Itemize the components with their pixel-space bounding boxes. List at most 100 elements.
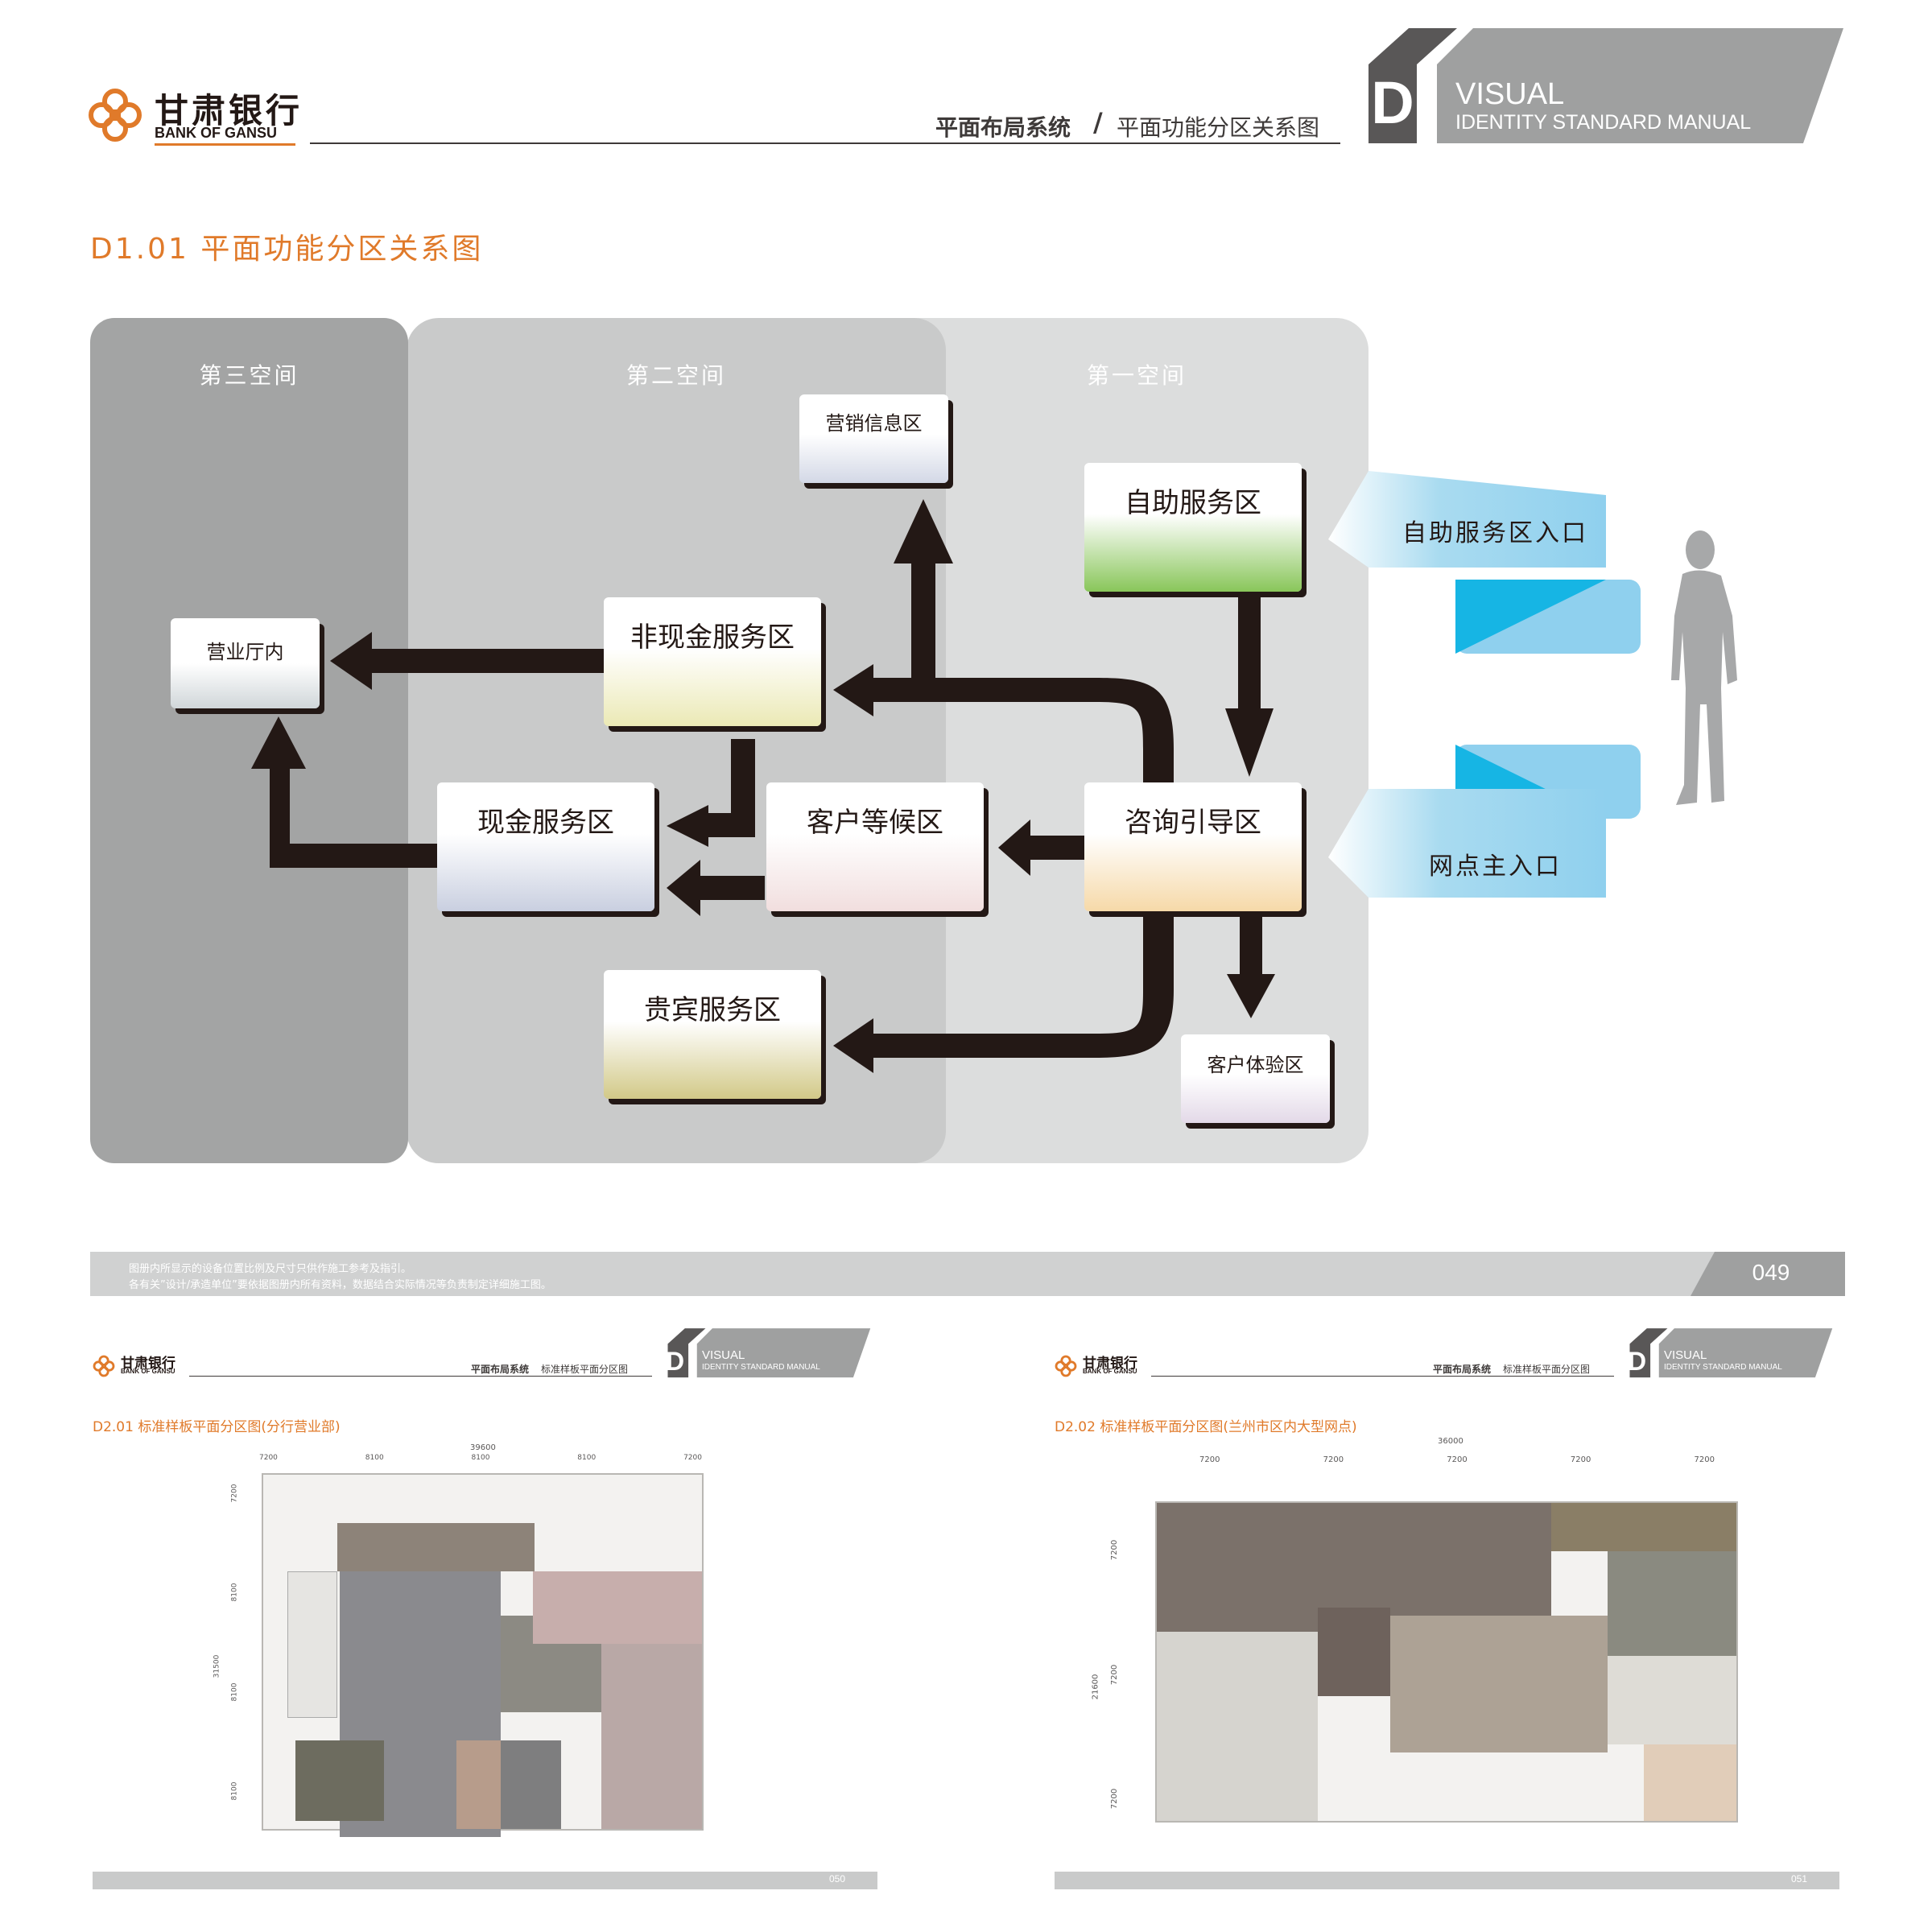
thumb1-row-2: 8100: [230, 1583, 239, 1602]
thumb1-col-1: 7200: [259, 1454, 278, 1462]
box-cash: 现金服务区: [437, 782, 654, 911]
brand-name-en: BANK OF GANSU: [155, 125, 277, 141]
zone: [533, 1571, 702, 1644]
thumb2-col-3: 7200: [1447, 1455, 1468, 1464]
thumb2-title: D2.02 标准样板平面分区图(兰州市区内大型网点): [1055, 1419, 1357, 1435]
entrance-graphics: [1328, 471, 1641, 898]
manual-label: IDENTITY STANDARD MANUAL: [1455, 111, 1752, 134]
space-first: 第一空间: [902, 318, 1368, 1163]
page-number: 049: [1752, 1260, 1790, 1285]
box-consult-label: 咨询引导区: [1125, 807, 1261, 839]
arrow-consult-to-vip: [873, 914, 1174, 1058]
thumb1-brand-cn: 甘肃银行: [121, 1356, 175, 1372]
space-third-label: 第三空间: [199, 362, 299, 389]
thumb1-manual: IDENTITY STANDARD MANUAL: [702, 1363, 820, 1372]
zone: [456, 1740, 501, 1829]
thumb2-dim-rows: 7200 7200 7200: [1104, 1540, 1125, 1809]
thumb1-dim-height: 31500: [213, 1654, 221, 1678]
thumb2-brand-en: BANK OF GANSU: [1083, 1368, 1137, 1375]
thumb2-dim-height: 21600: [1091, 1674, 1100, 1700]
thumb1-section: 平面布局系统: [471, 1364, 530, 1375]
arrow-self-to-consult: [1238, 588, 1261, 708]
thumb1-col-3: 8100: [471, 1454, 490, 1462]
space-first-label: 第一空间: [1087, 362, 1187, 389]
zone: [287, 1571, 337, 1718]
zone: [295, 1740, 384, 1821]
arrow-noncash-to-hall: [372, 649, 605, 673]
thumb2-manual: IDENTITY STANDARD MANUAL: [1664, 1363, 1782, 1372]
thumb2-floor-plan: [1155, 1501, 1738, 1823]
person-silhouette-icon: [1671, 530, 1737, 805]
arrow-consult-to-waiting: [1030, 836, 1087, 860]
header-banner: [1368, 28, 1843, 143]
space-third: 第三空间: [90, 318, 408, 1163]
zone: [1644, 1744, 1736, 1821]
thumb1-col-2: 8100: [365, 1454, 384, 1462]
thumb1-header-rule: [189, 1376, 652, 1377]
thumb1-banner: [667, 1328, 871, 1378]
thumb2-brand-cn: 甘肃银行: [1083, 1356, 1137, 1372]
thumb2-banner: [1629, 1328, 1833, 1378]
header-rule: [310, 142, 1340, 144]
thumb2-row-2: 7200: [1110, 1664, 1120, 1685]
box-business-hall: 营业厅内: [171, 618, 320, 708]
box-waiting: 客户等候区: [766, 782, 984, 911]
thumb1-col-5: 7200: [683, 1454, 702, 1462]
thumb1-visual: VISUAL: [702, 1348, 745, 1362]
thumb1-row-1: 7200: [230, 1484, 239, 1503]
thumb2-footer-bar: [1055, 1872, 1839, 1889]
thumb1-dim-total: 39600: [470, 1443, 496, 1452]
thumb1-row-3: 8100: [230, 1682, 239, 1702]
zone: [1157, 1632, 1318, 1821]
zone: [501, 1740, 561, 1829]
box-non-cash: 非现金服务区: [604, 597, 821, 726]
thumb1-letter: D: [665, 1347, 685, 1376]
arrow-consult-to-noncash: [873, 678, 1174, 785]
thumb1-brand-en: BANK OF GANSU: [121, 1368, 175, 1375]
page-tab: [1690, 1252, 1845, 1296]
thumb1-dim-cols: 7200 8100 8100 8100 7200: [259, 1454, 702, 1462]
zone: [601, 1644, 702, 1829]
visual-label: VISUAL: [1455, 77, 1565, 111]
box-self-service-label: 自助服务区: [1125, 487, 1261, 519]
arrow-cash-to-hall: [270, 753, 439, 868]
arrow-waiting-to-cash: [700, 876, 765, 900]
box-experience-label: 客户体验区: [1207, 1054, 1304, 1076]
box-self-service: 自助服务区: [1084, 463, 1302, 592]
arrow-noncash-to-cash: [708, 739, 755, 837]
box-cash-label: 现金服务区: [477, 807, 614, 839]
arrow-to-marketing: [911, 564, 935, 692]
zone: [1318, 1608, 1390, 1696]
brand-name-cn: 甘肃银行: [155, 91, 303, 130]
thumb1-subsection: 标准样板平面分区图: [541, 1364, 629, 1375]
thumb1-footer-bar: [93, 1872, 877, 1889]
section-letter: D: [1371, 69, 1414, 136]
zone: [1608, 1656, 1736, 1744]
thumb2-subsection: 标准样板平面分区图: [1503, 1364, 1591, 1375]
thumb2-letter: D: [1627, 1347, 1647, 1376]
box-vip: 贵宾服务区: [604, 970, 821, 1099]
zone: [1551, 1503, 1736, 1551]
thumb2-row-3: 7200: [1110, 1788, 1120, 1810]
box-business-hall-label: 营业厅内: [206, 641, 284, 663]
thumb2-row-1: 7200: [1110, 1539, 1120, 1561]
box-experience: 客户体验区: [1181, 1034, 1330, 1123]
thumb1-dim-rows: 7200 8100 8100 8100: [225, 1484, 244, 1801]
footer-note-2: 各有关”设计/承造单位”要依据图册内所有资料，数据结合实际情况等负责制定详细施工…: [129, 1279, 551, 1291]
thumb1-floor-plan: [262, 1473, 704, 1837]
bank-logo-icon: [89, 89, 142, 142]
box-vip-label: 贵宾服务区: [644, 994, 781, 1026]
thumb2-dim-cols: 7200 7200 7200 7200 7200: [1199, 1455, 1715, 1464]
thumb1-row-4: 8100: [230, 1781, 239, 1801]
thumb2-header-rule: [1151, 1376, 1614, 1377]
thumb2-col-5: 7200: [1694, 1455, 1715, 1464]
zone: [1390, 1616, 1608, 1752]
footer-bar: [90, 1252, 1845, 1296]
thumb2-visual: VISUAL: [1664, 1348, 1707, 1362]
thumb2-dim-total: 36000: [1438, 1437, 1463, 1446]
box-consult: 咨询引导区: [1084, 782, 1302, 911]
arrow-consult-to-experience: [1240, 914, 1262, 978]
box-marketing-info: 营销信息区: [799, 394, 948, 483]
thumb2-col-2: 7200: [1323, 1455, 1344, 1464]
